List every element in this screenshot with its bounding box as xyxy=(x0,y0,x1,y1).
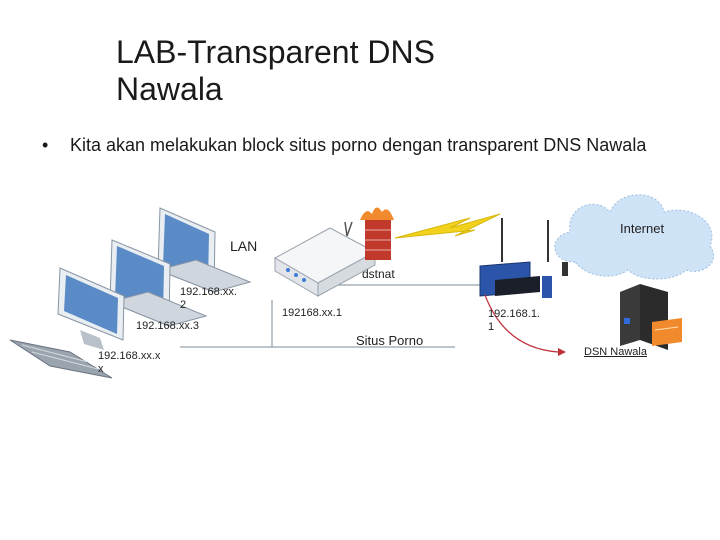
title-line-2: Nawala xyxy=(116,71,223,107)
bullet-text: Kita akan melakukan block situs porno de… xyxy=(70,135,647,155)
redirect-arrow xyxy=(484,294,566,356)
firewall-icon xyxy=(360,207,394,260)
ip-client2-suffix: 2 xyxy=(180,299,187,311)
ip-clientx-suffix: x xyxy=(98,363,104,375)
laptop-icon xyxy=(156,207,252,293)
dstnat-label: dstnat xyxy=(362,267,395,281)
laptop-icon xyxy=(57,267,125,350)
title-line-1: LAB-Transparent DNS xyxy=(116,34,435,70)
slide-title: LAB-Transparent DNS Nawala xyxy=(116,34,435,108)
router-icon xyxy=(273,221,377,297)
ip-client2-label: 192.168.xx. xyxy=(180,286,237,298)
ip-clientx-label: 192.168.xx.x xyxy=(98,350,161,362)
keyboard-icon xyxy=(9,339,113,379)
cloud-icon xyxy=(554,194,715,280)
lan-label: LAN xyxy=(230,238,258,254)
ip-router-lan-label: 192168.xx.1 xyxy=(282,307,342,319)
ip-modem-label: 192.168.1. xyxy=(488,308,540,320)
laptop-icon xyxy=(108,239,208,327)
bullet-marker: • xyxy=(42,135,49,155)
lightning-icon xyxy=(394,213,501,239)
wireless-modem-icon xyxy=(479,218,568,298)
situs-porno-label: Situs Porno xyxy=(356,333,424,348)
internet-label: Internet xyxy=(620,221,665,236)
dns-nawala-label: DSN Nawala xyxy=(584,346,647,358)
ip-modem-suffix: 1 xyxy=(488,321,495,333)
server-icon xyxy=(620,284,682,350)
ip-client3-label: 192.168.xx.3 xyxy=(136,320,199,332)
